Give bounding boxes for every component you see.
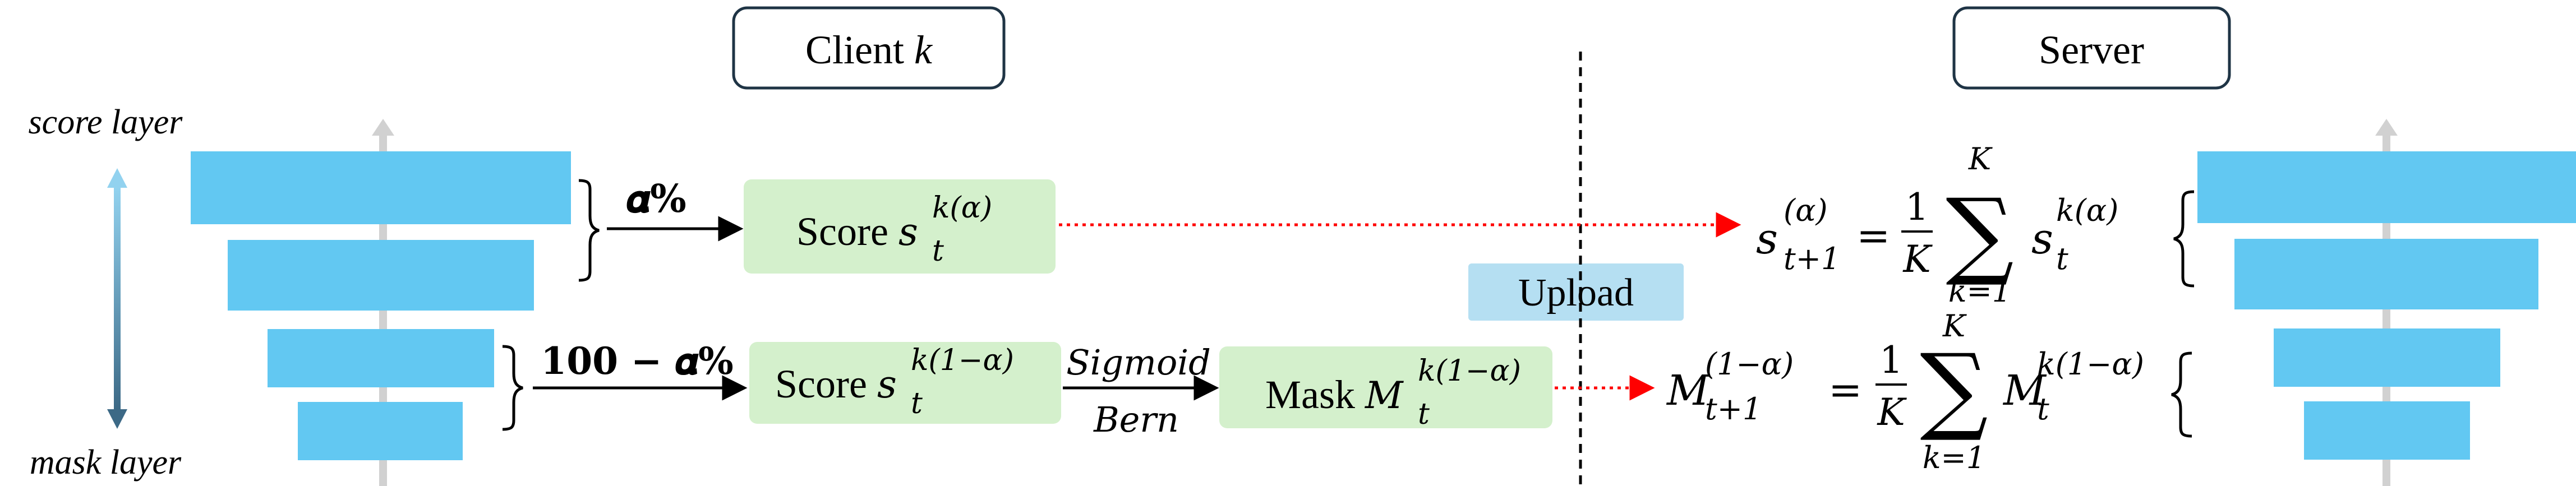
server-layer-1	[2197, 151, 2576, 223]
mask-layer-label: mask layer	[30, 443, 182, 482]
score-top-sub: t	[932, 234, 944, 268]
score-bottom-sub: t	[911, 387, 923, 420]
client-var: k	[914, 27, 933, 72]
client-label: Client	[805, 27, 914, 72]
score-top-sup: k(α)	[932, 191, 992, 225]
upload-label: Upload	[1518, 271, 1634, 314]
eq-bottom-lhs-sup: (1−α)	[1705, 346, 1794, 382]
eq-bottom-lhs-sub: t+1	[1705, 391, 1762, 427]
eq-bottom-sum-lower: k=1	[1923, 440, 1985, 475]
eq-top-sum-lower: k=1	[1948, 274, 2011, 309]
mask-base: M	[1365, 374, 1404, 417]
server-bottom-brace	[2171, 351, 2192, 438]
eq-top-lhs-sub: t+1	[1784, 241, 1840, 276]
eq-bottom-term-sub: t	[2037, 391, 2049, 427]
score-bottom-box: Score s k(1−α) t	[749, 342, 1061, 424]
client-layer-2	[228, 240, 534, 311]
score-top-word: Score	[796, 209, 898, 254]
server-top-brace	[2173, 190, 2195, 288]
client-top-brace	[578, 179, 600, 282]
server-layer-2	[2234, 239, 2538, 309]
eq-top-frac-num: 1	[1905, 186, 1929, 229]
eq-bottom-frac-den: K	[1877, 391, 1907, 434]
svg-text:Client k: Client k	[805, 27, 933, 72]
eq-top-frac-den: K	[1902, 238, 1933, 281]
eq-bottom-lhs: M	[1666, 367, 1711, 415]
eq-bottom-equals: =	[1828, 366, 1862, 413]
eq-bottom-frac-num: 1	[1879, 339, 1903, 382]
score-top-box: Score s k(α) t	[744, 179, 1056, 274]
eq-top-term-sub: t	[2056, 241, 2068, 276]
mask-sub: t	[1418, 397, 1430, 431]
server-layer-4	[2304, 401, 2470, 460]
double-arrow-icon	[107, 168, 127, 429]
eq-top-sum-upper: K	[1968, 141, 1993, 177]
svg-text:Score s: Score s	[775, 362, 897, 407]
eq-bottom-term-sup: k(1−α)	[2037, 346, 2144, 382]
eq-top-lhs: s	[1756, 214, 1778, 263]
mask-box: Mask M k(1−α) t	[1219, 346, 1552, 431]
score-bottom-base: s	[877, 363, 897, 407]
eq-bottom-sum-upper: K	[1942, 308, 1967, 344]
svg-text:Mask M: Mask M	[1265, 372, 1404, 417]
client-bottom-brace	[502, 345, 523, 431]
server-header: Server	[1952, 6, 2231, 90]
client-layer-3	[268, 329, 494, 387]
server-network	[2197, 119, 2576, 486]
upload-box: Upload	[1468, 263, 1684, 321]
server-layer-3	[2274, 328, 2500, 387]
eq-top-lhs-sup: (α)	[1784, 193, 1828, 228]
client-header: Client k	[732, 6, 1006, 90]
eq-top-term-sup: k(α)	[2056, 193, 2118, 228]
mask-aggregation-equation: M (1−α) t+1 = 1 K K ∑ k=1 M k(1−α) t	[1666, 308, 2144, 475]
eq-bottom-term: M	[2002, 367, 2047, 415]
score-layer-label: score layer	[29, 103, 183, 141]
client-network	[191, 119, 571, 486]
sigmoid-label: Sigmoid	[1066, 342, 1211, 383]
server-label: Server	[2039, 27, 2144, 72]
alpha-percent-label: 𝜶%	[626, 177, 686, 221]
score-aggregation-equation: s (α) t+1 = 1 K K ∑ k=1 s k(α) t	[1756, 141, 2118, 309]
eq-top-sum-icon: ∑	[1946, 178, 2013, 289]
client-layer-4	[298, 402, 463, 460]
score-bottom-word: Score	[775, 362, 877, 406]
bern-label: Bern	[1093, 399, 1179, 440]
eq-bottom-sum-icon: ∑	[1920, 334, 1988, 445]
mask-word: Mask	[1265, 372, 1365, 417]
client-layer-1	[191, 151, 571, 224]
score-top-base: s	[898, 210, 918, 254]
eq-top-term: s	[2031, 214, 2053, 263]
score-bottom-sup: k(1−α)	[911, 344, 1014, 377]
hundred-minus-alpha-label: 𝟏𝟎𝟎 − 𝜶%	[541, 339, 733, 383]
svg-text:Score s: Score s	[796, 209, 918, 254]
mask-sup: k(1−α)	[1418, 354, 1521, 388]
eq-top-equals: =	[1856, 212, 1890, 259]
